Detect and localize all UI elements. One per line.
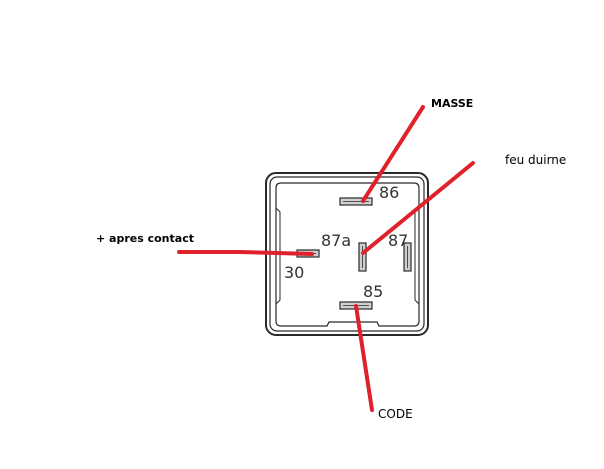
wire-code-to-85 — [354, 304, 374, 412]
wire-apres-contact-to-30 — [177, 250, 314, 256]
pin-numbers: 86 87a 87 30 85 — [284, 183, 408, 301]
pin-30-label: 30 — [284, 263, 304, 282]
pin-87a-label: 87a — [321, 231, 351, 250]
pin-87-label: 87 — [388, 231, 408, 250]
relay-pins — [296, 197, 412, 310]
pin-86-label: 86 — [379, 183, 399, 202]
wire-feu-diurne-to-87a — [361, 161, 475, 255]
label-apres-contact: + apres contact — [96, 232, 194, 245]
relay-outline-inner — [275, 182, 420, 327]
label-feu-diurne: feu duirne — [505, 153, 566, 167]
callout-labels: MASSE feu duirne + apres contact CODE — [96, 97, 566, 421]
wire-masse-to-86 — [361, 105, 425, 203]
label-masse: MASSE — [431, 97, 473, 110]
pin-85-label: 85 — [363, 282, 383, 301]
relay-housing — [265, 172, 429, 336]
wires — [177, 105, 475, 412]
relay-left-notch — [275, 207, 281, 305]
label-code: CODE — [378, 407, 413, 421]
